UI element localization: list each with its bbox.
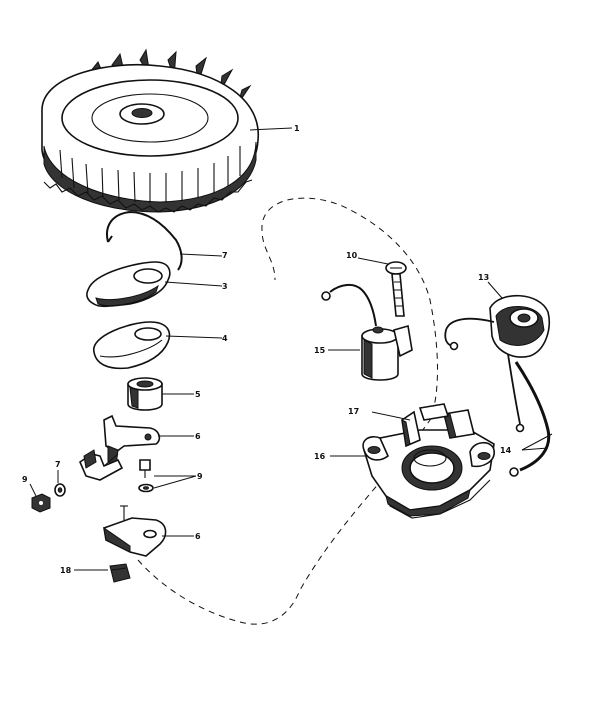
gasket-4 (93, 321, 171, 370)
callout-14: 14 (500, 446, 512, 455)
callout-3: 3 (222, 282, 228, 291)
washer-9 (138, 483, 154, 493)
callout-10: 10 (346, 251, 358, 260)
washer-7 (54, 483, 66, 497)
callout-15: 15 (314, 346, 326, 355)
nut-9 (31, 493, 51, 513)
callout-13: 13 (478, 273, 489, 282)
callout-7b: 7 (55, 460, 61, 469)
callout-5: 5 (195, 390, 201, 399)
dashed-group-outline (137, 197, 438, 625)
callout-9a: 9 (197, 472, 203, 481)
callout-18: 18 (60, 566, 72, 575)
spring-clip (106, 210, 183, 271)
callout-7a: 7 (222, 251, 228, 260)
bushing-5 (127, 377, 163, 411)
base-plate-6 (103, 505, 167, 557)
ignition-coil-13 (444, 294, 550, 433)
callout-6a: 6 (195, 432, 201, 441)
flywheel-skirt-ribs (59, 146, 241, 203)
contact-bracket (79, 449, 124, 481)
condenser-15 (321, 284, 413, 381)
callout-4: 4 (222, 334, 228, 343)
callout-16: 16 (314, 452, 326, 461)
callout-9b: 9 (22, 475, 28, 484)
screw-10 (385, 261, 407, 317)
callout-6b: 6 (195, 532, 201, 541)
callout-17: 17 (348, 407, 359, 416)
flywheel (41, 48, 259, 213)
plate-3 (86, 261, 171, 308)
callout-1: 1 (294, 124, 300, 133)
ground-wire-14 (509, 361, 551, 477)
felt-18 (109, 563, 131, 583)
stator-bracket-16 (362, 403, 495, 519)
screw-9 (139, 459, 151, 478)
